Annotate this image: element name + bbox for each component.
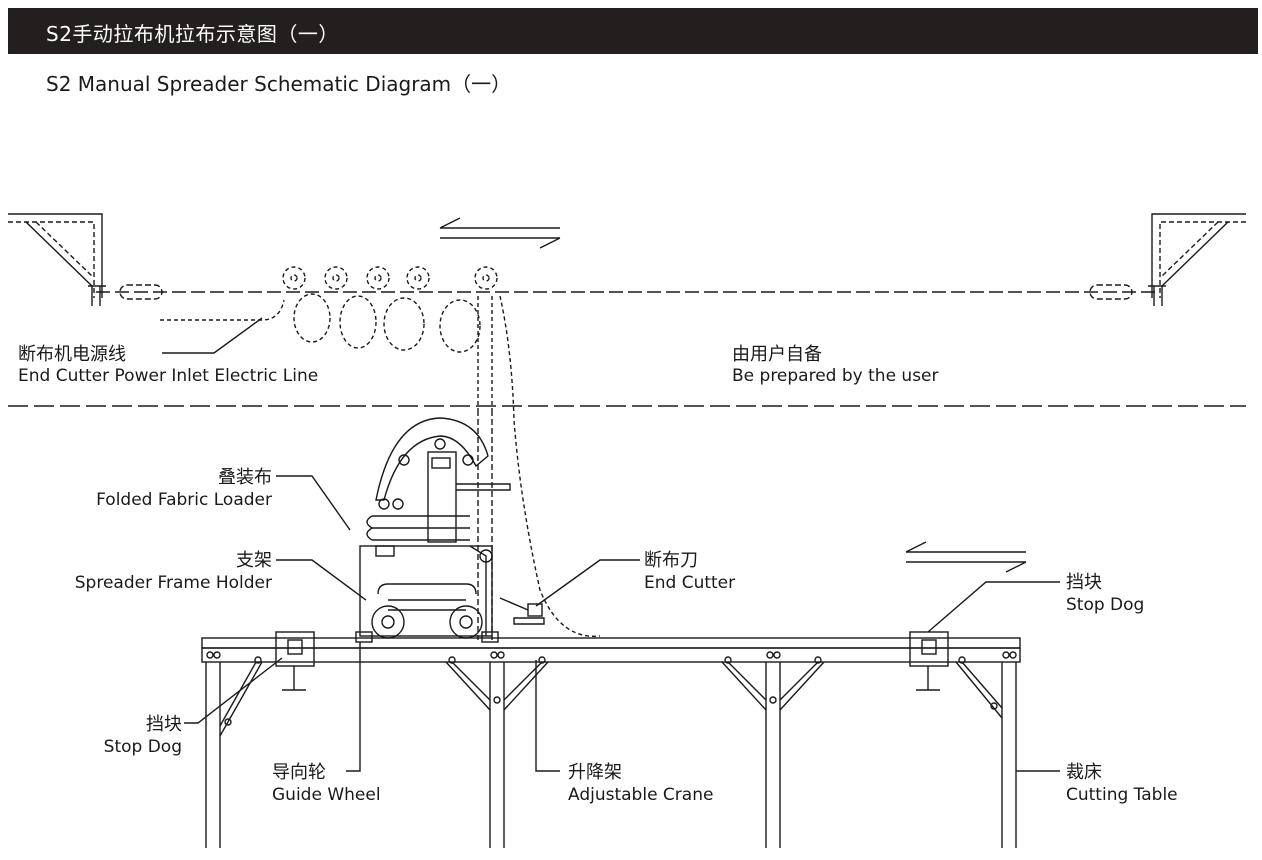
guide-wheel-label-en: Guide Wheel [272, 785, 381, 805]
stop-dog-left-label-cn: 挡块 [146, 714, 182, 735]
user-prepared-label-en: Be prepared by the user [732, 366, 939, 386]
cutting-table [201, 637, 1021, 848]
end-cutter-label-cn: 断布刀 [644, 550, 698, 571]
adjustable-crane-label-en: Adjustable Crane [568, 785, 713, 805]
end-cutter-label-en: End Cutter [644, 573, 735, 593]
page-title: S2手动拉布机拉布示意图（一） [46, 22, 339, 46]
stop-dog-right-label-cn: 挡块 [1066, 572, 1102, 593]
left-overhead-bracket [8, 213, 106, 306]
stop-dog-left-part [275, 631, 315, 691]
travel-arrow-right [905, 541, 1027, 573]
fabric-loader-label-cn: 叠装布 [218, 467, 272, 488]
fabric-loader-label-en: Folded Fabric Loader [96, 490, 272, 510]
page-subtitle: S2 Manual Spreader Schematic Diagram（一） [46, 72, 512, 96]
frame-holder-label-cn: 支架 [236, 550, 272, 571]
leader-lines [162, 317, 1060, 772]
spreader-machine [355, 410, 545, 643]
user-prepared-label-cn: 由用户自备 [732, 344, 822, 365]
right-overhead-bracket [1148, 213, 1246, 306]
cutting-table-label-cn: 裁床 [1066, 762, 1102, 783]
title-bar: S2手动拉布机拉布示意图（一） [8, 8, 1258, 54]
cable-trolleys [160, 266, 601, 637]
adjustable-crane-label-cn: 升降架 [568, 762, 622, 783]
travel-arrow-top [439, 217, 561, 249]
stop-dog-right-part [909, 631, 949, 691]
power-line-label-en: End Cutter Power Inlet Electric Line [18, 366, 318, 386]
stop-dog-right-label-en: Stop Dog [1066, 595, 1144, 615]
frame-holder-label-en: Spreader Frame Holder [75, 573, 272, 593]
stop-dog-left-label-en: Stop Dog [104, 737, 182, 757]
guide-wheel-label-cn: 导向轮 [272, 762, 326, 783]
power-line-label-cn: 断布机电源线 [18, 344, 126, 365]
cutting-table-label-en: Cutting Table [1066, 785, 1178, 805]
